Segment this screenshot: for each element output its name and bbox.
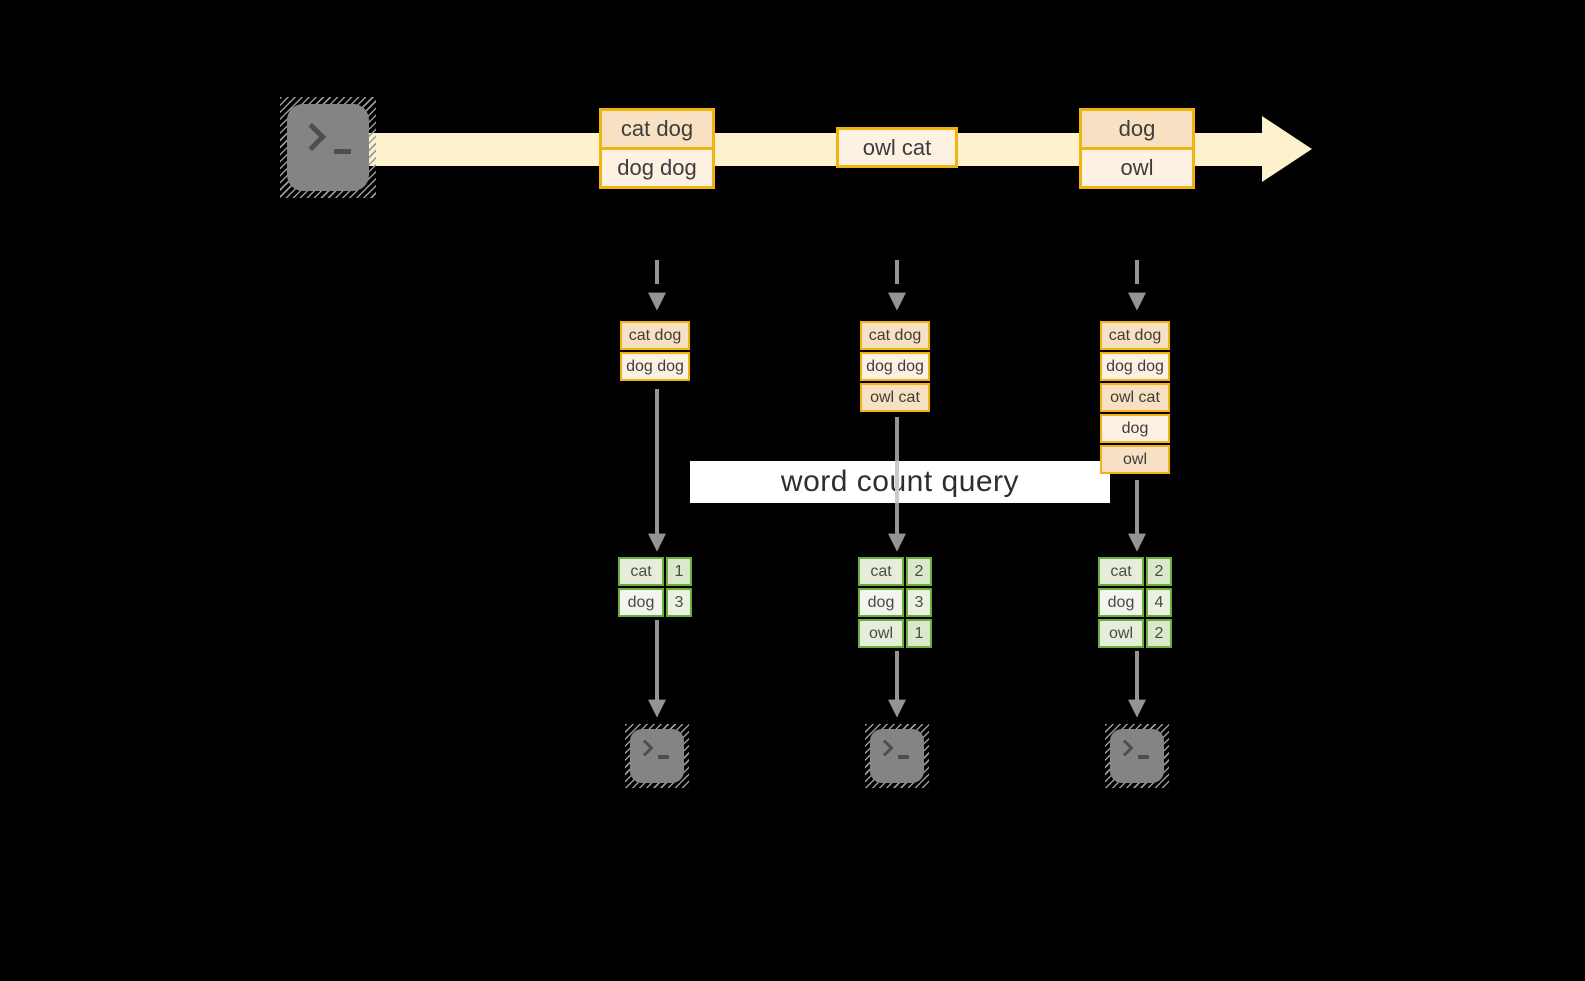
word-cell: dog xyxy=(1098,588,1144,617)
source-terminal-icon xyxy=(280,97,376,198)
table-row: dog 3 xyxy=(618,588,692,617)
arrow-through-label xyxy=(895,461,899,503)
batch-record: dog dog xyxy=(1100,352,1170,381)
table-row: dog 3 xyxy=(858,588,932,617)
event-line: owl cat xyxy=(839,130,955,165)
terminal-body xyxy=(870,729,924,783)
micro-batch-2: cat dog dog dog owl cat xyxy=(860,321,930,412)
table-row: cat 1 xyxy=(618,557,692,586)
terminal-body xyxy=(287,104,369,191)
event-line: dog xyxy=(1082,111,1192,147)
event-line: cat dog xyxy=(602,111,712,147)
query-label-text: word count query xyxy=(780,465,1020,498)
count-cell: 1 xyxy=(666,557,692,586)
stream-event-box-2: owl cat xyxy=(836,127,958,168)
stream-event-box-3: dog owl xyxy=(1079,108,1195,189)
table-row: dog 4 xyxy=(1098,588,1172,617)
terminal-body xyxy=(1110,729,1164,783)
word-cell: cat xyxy=(1098,557,1144,586)
query-label: word count query xyxy=(690,461,1110,503)
word-cell: owl xyxy=(858,619,904,648)
word-cell: cat xyxy=(858,557,904,586)
micro-batch-1: cat dog dog dog xyxy=(620,321,690,381)
count-cell: 2 xyxy=(1146,619,1172,648)
table-row: owl 2 xyxy=(1098,619,1172,648)
prompt-underscore-icon xyxy=(658,755,669,759)
word-count-table-2: cat 2 dog 3 owl 1 xyxy=(858,557,932,648)
word-count-table-1: cat 1 dog 3 xyxy=(618,557,692,617)
batch-record: owl cat xyxy=(1100,383,1170,412)
batch-record: dog dog xyxy=(860,352,930,381)
table-row: cat 2 xyxy=(858,557,932,586)
terminal-body xyxy=(630,729,684,783)
count-cell: 1 xyxy=(906,619,932,648)
stream-arrow-head-icon xyxy=(1262,116,1312,182)
word-cell: owl xyxy=(1098,619,1144,648)
word-cell: cat xyxy=(618,557,664,586)
word-cell: dog xyxy=(618,588,664,617)
count-cell: 2 xyxy=(1146,557,1172,586)
table-row: cat 2 xyxy=(1098,557,1172,586)
table-row: owl 1 xyxy=(858,619,932,648)
count-cell: 3 xyxy=(906,588,932,617)
word-cell: dog xyxy=(858,588,904,617)
count-cell: 2 xyxy=(906,557,932,586)
batch-record: dog dog xyxy=(620,352,690,381)
count-cell: 3 xyxy=(666,588,692,617)
batch-record: dog xyxy=(1100,414,1170,443)
prompt-underscore-icon xyxy=(898,755,909,759)
prompt-underscore-icon xyxy=(1138,755,1149,759)
sink-terminal-icon-2 xyxy=(865,724,929,788)
event-line: dog dog xyxy=(602,147,712,186)
batch-record: owl cat xyxy=(860,383,930,412)
batch-record: owl xyxy=(1100,445,1170,474)
word-count-table-3: cat 2 dog 4 owl 2 xyxy=(1098,557,1172,648)
sink-terminal-icon-1 xyxy=(625,724,689,788)
batch-record: cat dog xyxy=(1100,321,1170,350)
batch-record: cat dog xyxy=(860,321,930,350)
event-line: owl xyxy=(1082,147,1192,186)
sink-terminal-icon-3 xyxy=(1105,724,1169,788)
count-cell: 4 xyxy=(1146,588,1172,617)
micro-batch-3: cat dog dog dog owl cat dog owl xyxy=(1100,321,1170,474)
prompt-underscore-icon xyxy=(334,149,351,154)
stream-event-box-1: cat dog dog dog xyxy=(599,108,715,189)
batch-record: cat dog xyxy=(620,321,690,350)
